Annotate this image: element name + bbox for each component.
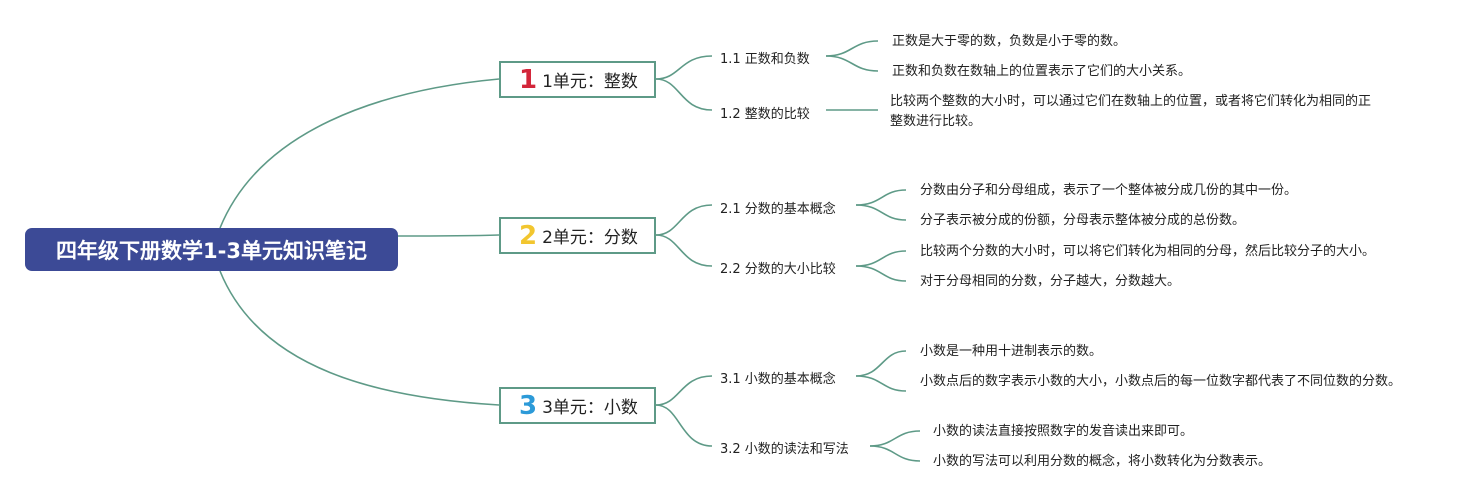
unit-3-topic[interactable]: 3 3单元：小数: [499, 387, 656, 424]
connector-line: [655, 375, 713, 406]
root-title: 四年级下册数学1-3单元知识笔记: [56, 238, 367, 263]
note-3-1-a[interactable]: 小数是一种用十进制表示的数。: [920, 344, 1103, 359]
connector-line: [855, 265, 907, 282]
unit-1-topic[interactable]: 1 1单元：整数: [499, 61, 656, 98]
connector-line: [655, 78, 713, 111]
connector-line: [855, 204, 907, 221]
section-2-1[interactable]: 2.1 分数的基本概念: [720, 202, 836, 217]
section-3-1[interactable]: 3.1 小数的基本概念: [720, 372, 836, 387]
connector-line: [825, 55, 879, 72]
root-topic[interactable]: 四年级下册数学1-3单元知识笔记: [25, 228, 398, 271]
unit-2-topic[interactable]: 2 2单元：分数: [499, 217, 656, 254]
note-2-2-b[interactable]: 对于分母相同的分数，分子越大，分数越大。: [920, 274, 1181, 289]
connector-line: [655, 204, 713, 236]
section-1-1[interactable]: 1.1 正数和负数: [720, 52, 810, 67]
connector-line: [855, 250, 907, 267]
unit-number-3-icon: 3: [519, 390, 538, 421]
note-3-2-b[interactable]: 小数的写法可以利用分数的概念，将小数转化为分数表示。: [933, 454, 1272, 469]
connector-line: [219, 78, 500, 229]
section-1-2[interactable]: 1.2 整数的比较: [720, 107, 810, 122]
unit-number-1-icon: 1: [519, 64, 538, 95]
connector-line: [655, 404, 713, 447]
unit-1-label: 1单元：整数: [542, 72, 638, 92]
connector-line: [655, 55, 713, 80]
connector-line: [825, 40, 879, 57]
connector-line: [397, 234, 500, 237]
connector-line: [655, 234, 713, 267]
unit-number-2-icon: 2: [519, 220, 538, 251]
connector-line: [855, 375, 907, 392]
connector-line: [855, 350, 907, 377]
section-3-2[interactable]: 3.2 小数的读法和写法: [720, 442, 849, 457]
connector-line: [219, 270, 500, 406]
note-1-1-a[interactable]: 正数是大于零的数，负数是小于零的数。: [892, 34, 1127, 49]
unit-2-label: 2单元：分数: [542, 228, 638, 248]
section-2-2[interactable]: 2.2 分数的大小比较: [720, 262, 836, 277]
connector-line: [869, 430, 921, 447]
note-1-1-b[interactable]: 正数和负数在数轴上的位置表示了它们的大小关系。: [892, 64, 1192, 79]
connector-line: [869, 445, 921, 462]
note-2-1-a[interactable]: 分数由分子和分母组成，表示了一个整体被分成几份的其中一份。: [920, 183, 1298, 198]
connector-line: [855, 189, 907, 206]
note-2-2-a[interactable]: 比较两个分数的大小时，可以将它们转化为相同的分母，然后比较分子的大小。: [920, 244, 1376, 259]
note-3-1-b[interactable]: 小数点后的数字表示小数的大小，小数点后的每一位数字都代表了不同位数的分数。: [920, 374, 1402, 389]
note-2-1-b[interactable]: 分子表示被分成的份额，分母表示整体被分成的总份数。: [920, 213, 1246, 228]
note-1-2-a[interactable]: 比较两个整数的大小时，可以通过它们在数轴上的位置，或者将它们转化为相同的正整数进…: [890, 94, 1372, 129]
note-3-2-a[interactable]: 小数的读法直接按照数字的发音读出来即可。: [933, 424, 1194, 439]
unit-3-label: 3单元：小数: [542, 398, 638, 418]
